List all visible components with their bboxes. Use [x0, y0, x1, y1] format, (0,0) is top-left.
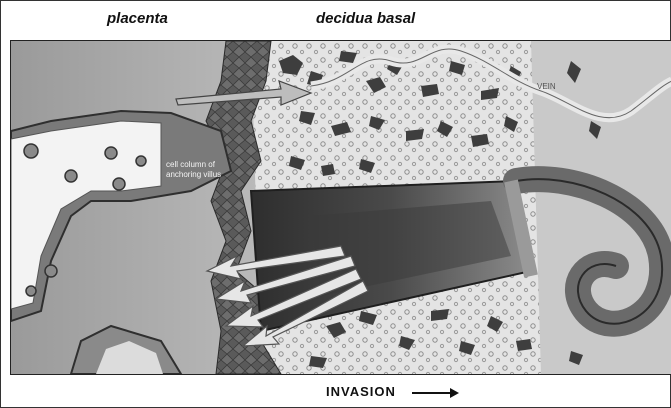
vein-label: VEIN	[537, 82, 556, 91]
invasion-illustration: cell column of anchoring villus VEIN	[10, 40, 671, 375]
figure-header: placenta decidua basal	[0, 0, 671, 42]
invasion-label: INVASION	[326, 384, 396, 399]
placenta-label: placenta	[107, 10, 168, 27]
decidua-basal-label: decidua basal	[316, 10, 415, 27]
cell-column-label-line1: cell column of	[166, 160, 216, 169]
cell-column-label-line2: anchoring villus	[166, 170, 221, 179]
illustration-canvas: cell column of anchoring villus VEIN	[11, 41, 671, 374]
right-arrow-icon	[412, 386, 460, 404]
figure-footer: INVASION	[0, 380, 671, 408]
